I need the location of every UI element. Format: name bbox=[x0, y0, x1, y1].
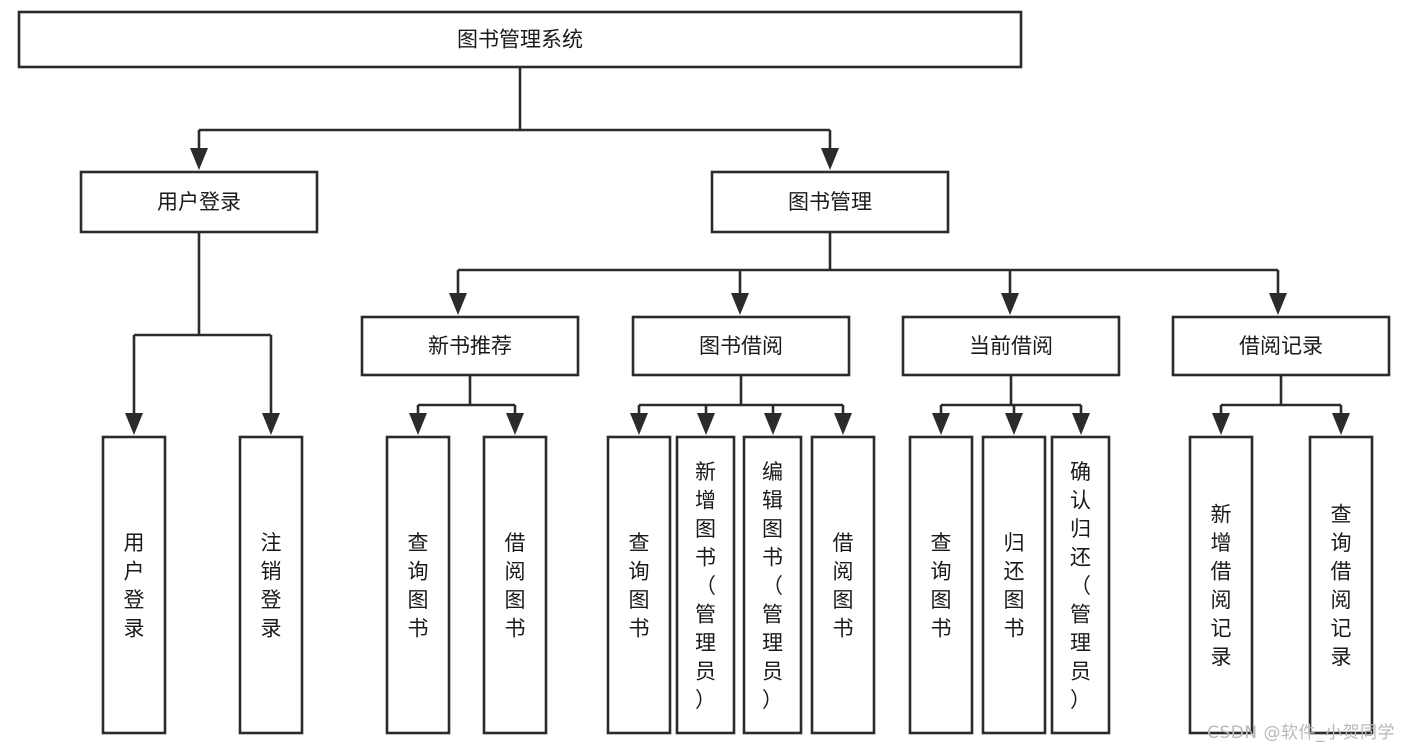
leaf-user-logout-box[interactable] bbox=[238, 435, 304, 735]
arrowhead-book_mgmt_drops-2 bbox=[1001, 293, 1019, 315]
leaf-query-borrow-record[interactable]: 查询借阅记录 bbox=[1308, 435, 1374, 735]
node-current-borrow[interactable]: 当前借阅 bbox=[901, 315, 1121, 377]
arrowhead-current_drops-2 bbox=[1072, 413, 1090, 435]
node-root-book-management-system-box[interactable] bbox=[17, 10, 1023, 69]
leaf-query-borrow-record-label: 查询借阅记录 bbox=[1331, 503, 1352, 670]
arrowhead-book_mgmt_drops-1 bbox=[731, 293, 749, 315]
arrowhead-root_drops-0 bbox=[190, 148, 208, 170]
leaf-add-book-admin-label: 新增图书（管理员） bbox=[695, 460, 716, 712]
node-root-book-management-system[interactable]: 图书管理系统 bbox=[17, 10, 1023, 69]
leaf-add-borrow-record[interactable]: 新增借阅记录 bbox=[1188, 435, 1254, 735]
node-borrow-record[interactable]: 借阅记录 bbox=[1171, 315, 1391, 377]
arrowhead-record_drops-0 bbox=[1212, 413, 1230, 435]
arrowhead-current_drops-0 bbox=[932, 413, 950, 435]
arrowhead-current_drops-1 bbox=[1005, 413, 1023, 435]
node-book-borrow-label: 图书借阅 bbox=[699, 334, 783, 358]
arrowhead-borrow_drops-3 bbox=[834, 413, 852, 435]
arrowhead-user_login_drops-1 bbox=[262, 413, 280, 435]
leaf-borrow-book-label: 借阅图书 bbox=[833, 531, 854, 641]
leaf-borrow-book-recommend[interactable]: 借阅图书 bbox=[482, 435, 548, 735]
leaf-confirm-return-admin-label: 确认归还（管理员） bbox=[1070, 460, 1091, 712]
leaf-borrow-book-box[interactable] bbox=[810, 435, 876, 735]
leaf-query-book-borrow-label: 查询图书 bbox=[629, 531, 650, 641]
arrowhead-borrow_drops-0 bbox=[630, 413, 648, 435]
node-new-book-recommend-box[interactable] bbox=[360, 315, 580, 377]
leaf-user-login-box[interactable] bbox=[101, 435, 167, 735]
leaf-add-borrow-record-box[interactable] bbox=[1188, 435, 1254, 735]
node-user-login[interactable]: 用户登录 bbox=[79, 170, 319, 234]
leaf-query-book-recommend-box[interactable] bbox=[385, 435, 451, 735]
leaf-add-book-admin[interactable]: 新增图书（管理员） bbox=[675, 435, 736, 735]
node-book-borrow[interactable]: 图书借阅 bbox=[631, 315, 851, 377]
leaf-edit-book-admin[interactable]: 编辑图书（管理员） bbox=[742, 435, 803, 735]
arrowhead-borrow_drops-2 bbox=[764, 413, 782, 435]
nodes-layer: 图书管理系统用户登录图书管理新书推荐图书借阅当前借阅借阅记录用户登录注销登录查询… bbox=[17, 10, 1391, 735]
leaf-query-book-current-label: 查询图书 bbox=[931, 531, 952, 641]
leaf-query-book-current-box[interactable] bbox=[908, 435, 974, 735]
leaf-borrow-book[interactable]: 借阅图书 bbox=[810, 435, 876, 735]
arrowhead-book_mgmt_drops-3 bbox=[1269, 293, 1287, 315]
leaf-confirm-return-admin[interactable]: 确认归还（管理员） bbox=[1050, 435, 1111, 735]
leaf-return-book[interactable]: 归还图书 bbox=[981, 435, 1047, 735]
leaf-user-logout-label: 注销登录 bbox=[261, 531, 282, 641]
node-book-management-label: 图书管理 bbox=[788, 190, 872, 214]
leaf-add-borrow-record-label: 新增借阅记录 bbox=[1211, 503, 1232, 670]
node-new-book-recommend-label: 新书推荐 bbox=[428, 334, 512, 358]
arrowhead-borrow_drops-1 bbox=[697, 413, 715, 435]
leaf-user-login[interactable]: 用户登录 bbox=[101, 435, 167, 735]
arrowhead-book_mgmt_drops-0 bbox=[449, 293, 467, 315]
node-current-borrow-box[interactable] bbox=[901, 315, 1121, 377]
node-book-management[interactable]: 图书管理 bbox=[710, 170, 950, 234]
arrowhead-root_drops-1 bbox=[821, 148, 839, 170]
arrowhead-user_login_drops-0 bbox=[125, 413, 143, 435]
node-root-book-management-system-label: 图书管理系统 bbox=[457, 28, 583, 52]
node-user-login-box[interactable] bbox=[79, 170, 319, 234]
leaf-query-book-current[interactable]: 查询图书 bbox=[908, 435, 974, 735]
csdn-watermark: CSDN @软件_小贺同学 bbox=[1207, 723, 1395, 743]
leaf-edit-book-admin-box[interactable] bbox=[742, 435, 803, 735]
leaf-query-book-borrow-box[interactable] bbox=[606, 435, 672, 735]
node-user-login-label: 用户登录 bbox=[157, 190, 241, 214]
leaf-user-logout[interactable]: 注销登录 bbox=[238, 435, 304, 735]
leaf-edit-book-admin-label: 编辑图书（管理员） bbox=[762, 460, 783, 712]
leaf-return-book-box[interactable] bbox=[981, 435, 1047, 735]
leaf-query-book-recommend-label: 查询图书 bbox=[408, 531, 429, 641]
connectors-layer bbox=[125, 67, 1350, 435]
node-borrow-record-label: 借阅记录 bbox=[1239, 334, 1323, 358]
leaf-query-book-borrow[interactable]: 查询图书 bbox=[606, 435, 672, 735]
leaf-user-login-label: 用户登录 bbox=[124, 531, 145, 641]
node-new-book-recommend[interactable]: 新书推荐 bbox=[360, 315, 580, 377]
leaf-add-book-admin-box[interactable] bbox=[675, 435, 736, 735]
leaf-query-borrow-record-box[interactable] bbox=[1308, 435, 1374, 735]
leaf-confirm-return-admin-box[interactable] bbox=[1050, 435, 1111, 735]
node-book-borrow-box[interactable] bbox=[631, 315, 851, 377]
leaf-return-book-label: 归还图书 bbox=[1004, 531, 1025, 641]
node-book-management-box[interactable] bbox=[710, 170, 950, 234]
leaf-borrow-book-recommend-label: 借阅图书 bbox=[505, 531, 526, 641]
arrowhead-recommend_drops-0 bbox=[409, 413, 427, 435]
node-current-borrow-label: 当前借阅 bbox=[969, 334, 1053, 358]
arrowhead-record_drops-1 bbox=[1332, 413, 1350, 435]
leaf-query-book-recommend[interactable]: 查询图书 bbox=[385, 435, 451, 735]
arrowhead-recommend_drops-1 bbox=[506, 413, 524, 435]
leaf-borrow-book-recommend-box[interactable] bbox=[482, 435, 548, 735]
node-borrow-record-box[interactable] bbox=[1171, 315, 1391, 377]
